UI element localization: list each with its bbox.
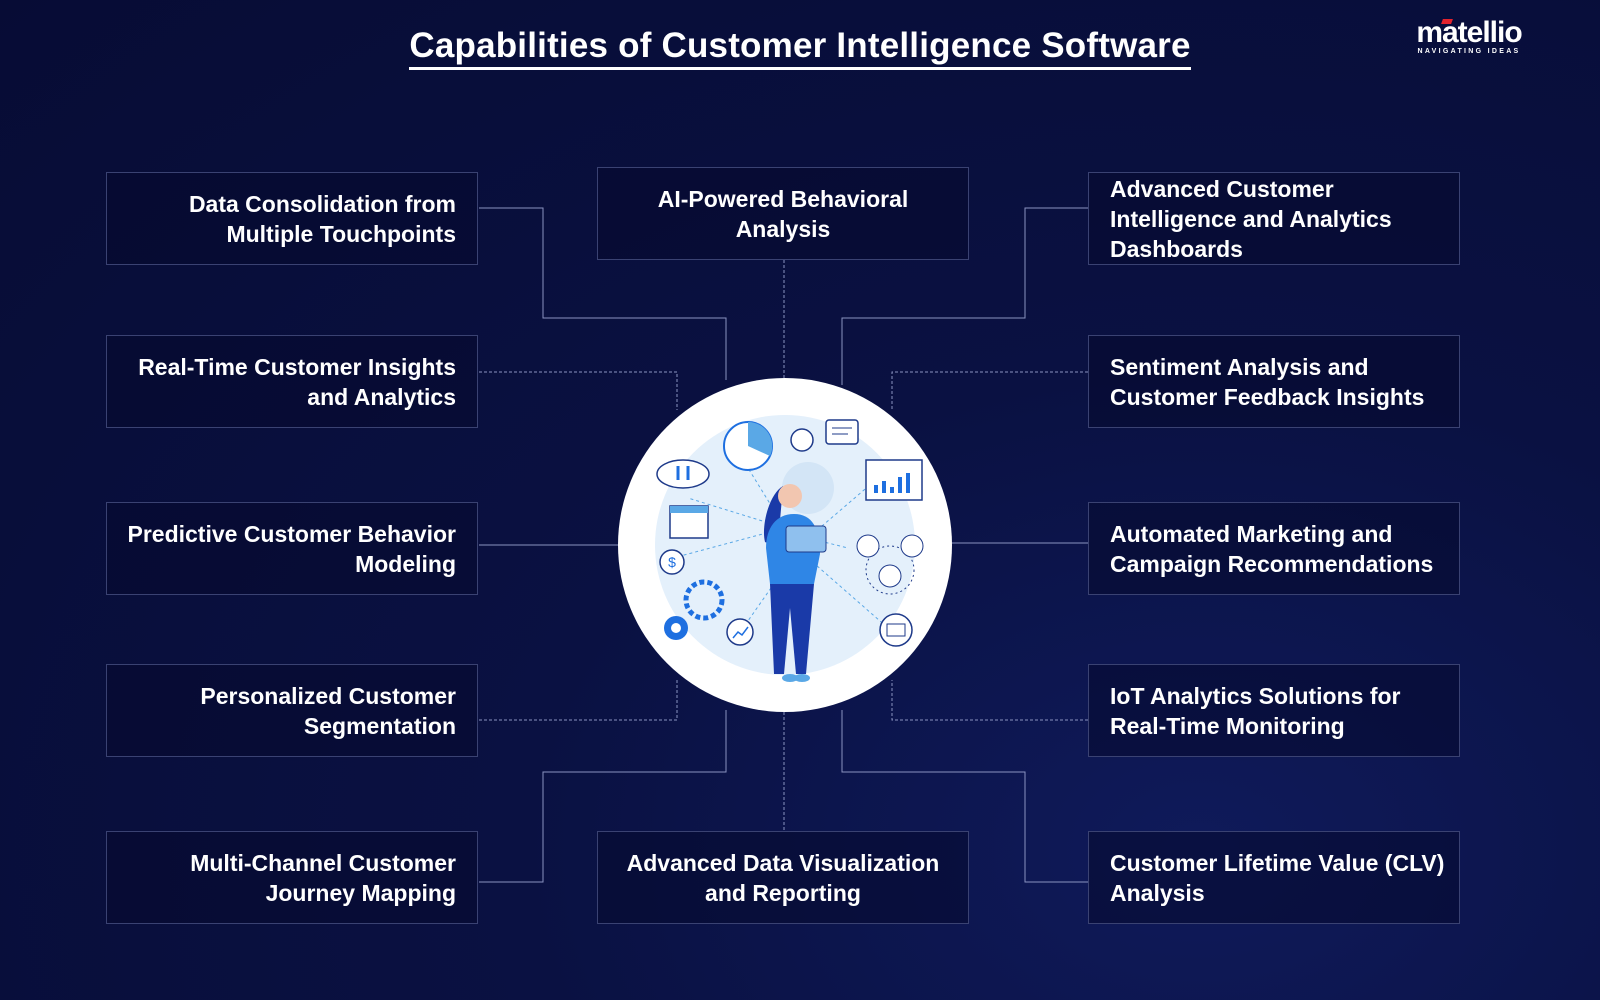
capability-automated-marketing: Automated Marketing and Campaign Recomme…: [1088, 502, 1460, 595]
calendar-icon: [669, 505, 709, 539]
chat-icon: [825, 419, 859, 445]
capability-iot-analytics: IoT Analytics Solutions for Real-Time Mo…: [1088, 664, 1460, 757]
capability-sentiment-analysis: Sentiment Analysis and Customer Feedback…: [1088, 335, 1460, 428]
capability-predictive-modeling: Predictive Customer Behavior Modeling: [106, 502, 478, 595]
capability-data-consolidation: Data Consolidation from Multiple Touchpo…: [106, 172, 478, 265]
trend-icon: [726, 618, 754, 646]
capability-data-visualization: Advanced Data Visualization and Reportin…: [597, 831, 969, 924]
capability-real-time-insights: Real-Time Customer Insights and Analytic…: [106, 335, 478, 428]
pie-chart-icon: [723, 421, 773, 471]
gear-icon: [664, 579, 725, 640]
mail-icon: [879, 613, 913, 647]
center-illustration: $: [618, 378, 952, 712]
dollar-icon: $: [659, 549, 685, 575]
cloud-sync-icon: [656, 459, 710, 489]
capability-journey-mapping: Multi-Channel Customer Journey Mapping: [106, 831, 478, 924]
capability-analytics-dashboards: Advanced Customer Intelligence and Analy…: [1088, 172, 1460, 265]
person-laptop-illustration: [763, 484, 827, 682]
capability-clv-analysis: Customer Lifetime Value (CLV) Analysis: [1088, 831, 1460, 924]
logo-wordmark: matellio: [1408, 18, 1530, 48]
capability-segmentation: Personalized Customer Segmentation: [106, 664, 478, 757]
logo-tagline: NAVIGATING IDEAS: [1417, 48, 1521, 55]
page-title: Capabilities of Customer Intelligence So…: [0, 26, 1600, 70]
capability-ai-behavioral-analysis: AI-Powered Behavioral Analysis: [597, 167, 969, 260]
users-network-icon: [856, 534, 924, 595]
phone-icon: [790, 428, 814, 452]
svg-text:$: $: [668, 554, 676, 570]
bar-chart-icon: [865, 459, 923, 501]
matellio-logo: matellio NAVIGATING IDEAS: [1408, 18, 1530, 56]
